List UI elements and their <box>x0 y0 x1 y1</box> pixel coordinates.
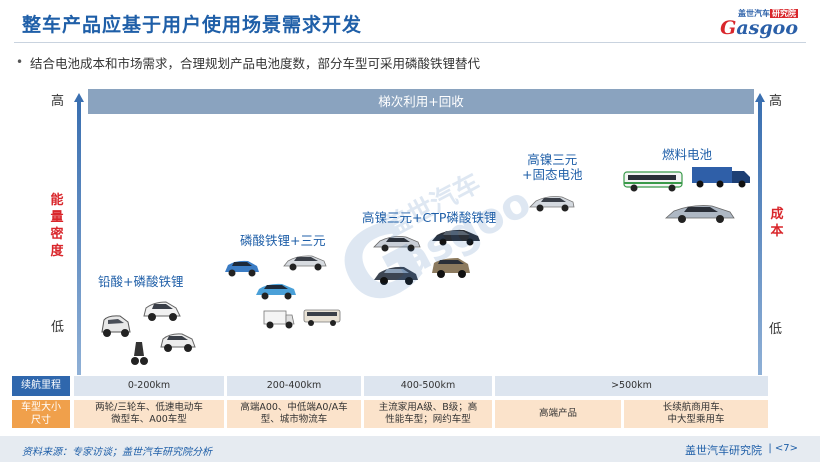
size-cell: 长续航商用车、 中大型乘用车 <box>624 400 768 428</box>
vehicle-size-row: 车型大小 尺寸 两轮/三轮车、低速电动车 微型车、A00车型 高端A00、中低端… <box>12 400 768 428</box>
a00-car-image <box>158 330 198 354</box>
left-axis-high: 高 <box>51 94 65 109</box>
stage-label-lead-acid: 铅酸+磷酸铁锂 <box>98 274 184 289</box>
blue-hatchback-image <box>222 257 262 279</box>
range-row-label: 续航里程 <box>12 376 70 396</box>
right-axis-title: 成 本 <box>770 207 784 239</box>
size-cell: 高端产品 <box>495 400 621 428</box>
high-end-car-image <box>528 192 576 214</box>
footer: 资料来源：专家访谈；盖世汽车研究院分析 盖世汽车研究院 | <7> <box>0 436 820 462</box>
page-title: 整车产品应基于用户使用场景需求开发 <box>22 14 363 36</box>
fuel-cell-bus-image <box>622 168 684 194</box>
axis-arrow-icon <box>755 93 765 102</box>
size-row-label: 车型大小 尺寸 <box>12 400 70 428</box>
stage-label-fuel-cell: 燃料电池 <box>662 147 713 162</box>
footer-org: 盖世汽车研究院 <box>685 444 762 457</box>
right-axis-high: 高 <box>769 94 783 109</box>
city-bus-image <box>302 306 342 328</box>
blue-ev-image <box>254 280 298 302</box>
cost-axis <box>755 93 765 375</box>
tesla-car-image <box>372 262 420 288</box>
title-divider <box>14 42 806 43</box>
logistics-van-image <box>262 308 296 330</box>
range-cell: >500km <box>495 376 768 396</box>
left-axis-title: 能 量 密 度 <box>50 193 64 259</box>
suv-image <box>430 254 472 280</box>
range-row: 续航里程 0-200km 200-400km 400-500km >500km <box>12 376 768 396</box>
black-sedan-image <box>430 226 482 248</box>
scooter-image <box>128 338 150 366</box>
gasgoo-logo: 盖世汽车研究院 Gasgoo <box>720 8 798 39</box>
fuel-cell-truck-image <box>690 164 752 190</box>
size-cell: 主流家用A级、B级；高 性能车型；网约车型 <box>364 400 492 428</box>
range-cell: 0-200km <box>74 376 224 396</box>
sports-car-image <box>372 232 422 254</box>
page-number: | <7> <box>768 443 798 454</box>
fuel-cell-sedan-image <box>664 200 736 226</box>
bullet-text: 结合电池成本和市场需求，合理规划产品电池度数，部分车型可采用磷酸铁锂替代 <box>30 56 481 71</box>
axis-arrow-icon <box>74 93 84 102</box>
size-cell: 高端A00、中低端A0/A车 型、城市物流车 <box>227 400 361 428</box>
left-axis-low: 低 <box>51 320 65 335</box>
logo-top: 盖世汽车研究院 <box>738 9 798 18</box>
stage-label-high-nickel-ctp: 高镍三元+CTP磷酸铁锂 <box>362 210 497 225</box>
silver-sedan-image <box>282 252 328 272</box>
three-wheeler-image <box>96 312 136 340</box>
size-cell: 两轮/三轮车、低速电动车 微型车、A00车型 <box>74 400 224 428</box>
stage-label-solid-state: 高镍三元 +固态电池 <box>522 152 583 182</box>
source-note: 资料来源：专家访谈；盖世汽车研究院分析 <box>22 447 212 458</box>
range-cell: 200-400km <box>227 376 361 396</box>
energy-density-axis <box>74 93 84 375</box>
right-axis-low: 低 <box>769 322 783 337</box>
range-cell: 400-500km <box>364 376 492 396</box>
bullet-dot: • <box>16 55 24 69</box>
logo-main: Gasgoo <box>720 17 798 39</box>
micro-car-image <box>140 298 184 324</box>
recycle-bar: 梯次利用+回收 <box>88 89 754 114</box>
stage-label-lfp-ternary: 磷酸铁锂+三元 <box>240 233 326 248</box>
